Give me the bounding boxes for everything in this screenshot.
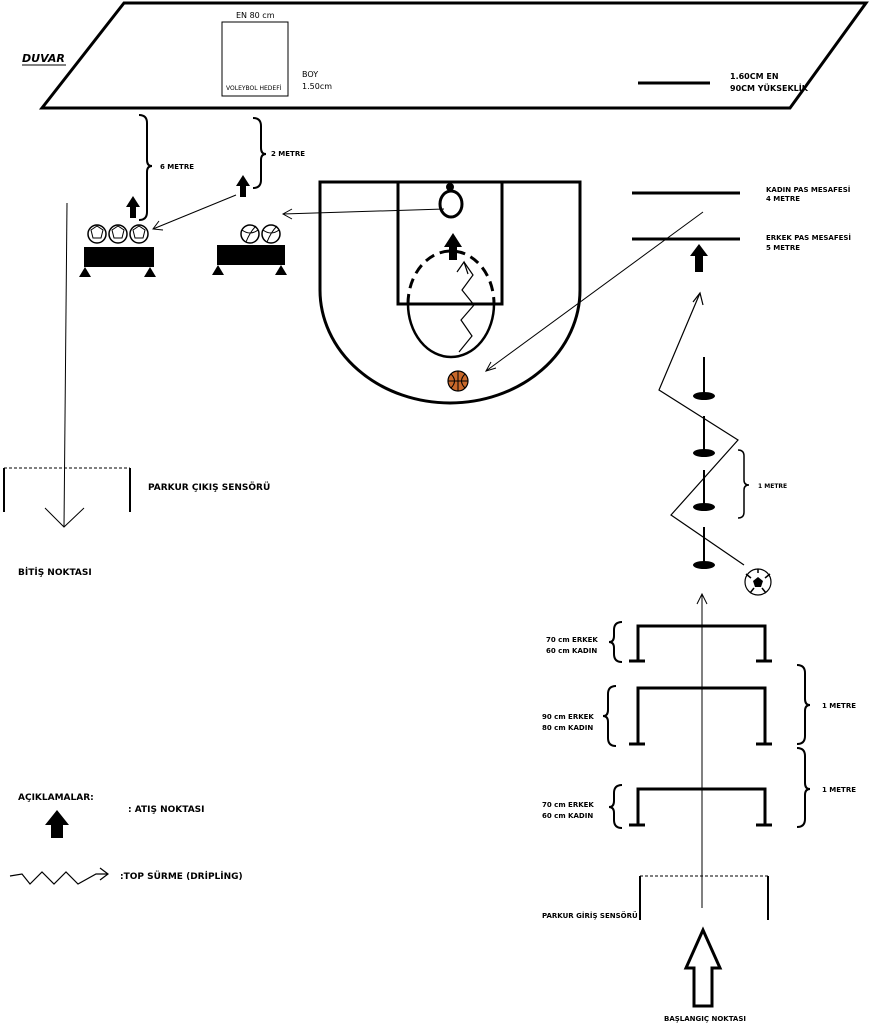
volleyball-path-arrowhead <box>281 208 293 220</box>
pass-path-arrowhead <box>484 361 497 372</box>
bracket-2-metre <box>252 117 267 189</box>
basketball-to-volleyball-path <box>282 208 445 215</box>
finish-path-arrowhead <box>44 507 85 528</box>
legend-shooting-arrow-icon <box>45 810 69 838</box>
target-width-label: EN 80 cm <box>236 11 275 20</box>
bracket-6-metre <box>138 114 153 221</box>
legend-dribble-arrowhead <box>99 867 109 881</box>
shooting-point-arrow-basketball <box>444 233 462 260</box>
hurdle-1-men-label: 70 cm ERKEK <box>546 636 598 644</box>
distance-2-label: 2 METRE <box>271 150 305 158</box>
exit-sensor-label: PARKUR ÇIKIŞ SENSÖRÜ <box>148 482 270 493</box>
dribble-path-basketball <box>458 261 475 353</box>
slalom-spacing-label: 1 METRE <box>758 483 787 490</box>
hurdle-2 <box>629 686 772 746</box>
gap-2-label: 1 METRE <box>822 786 856 794</box>
hurdle-3 <box>629 787 772 827</box>
men-pass-label-2: 5 METRE <box>766 244 800 252</box>
start-arrow <box>683 926 723 1008</box>
pass-to-basketball-path <box>485 211 704 372</box>
bracket-gap-1 <box>796 664 811 745</box>
volleyball-station <box>212 224 287 275</box>
main-path-arrowhead <box>696 592 708 605</box>
hurdle-2-women-label: 80 cm KADIN <box>542 724 593 732</box>
hurdle-2-men-label: 90 cm ERKEK <box>542 713 594 721</box>
legend-dribble-label: :TOP SÜRME (DRİPLİNG) <box>120 871 243 882</box>
handball-station <box>79 224 156 277</box>
volleyball-to-handball-path <box>152 194 237 230</box>
entry-sensor-label: PARKUR GİRİŞ SENSÖRÜ <box>542 911 638 920</box>
dribble-path-arrowhead <box>456 260 469 275</box>
target-height-label: BOY <box>302 70 318 79</box>
legend-title: AÇIKLAMALAR: <box>18 793 94 803</box>
bracket-hurdle-1 <box>608 621 623 663</box>
wall-line-size-1: 1.60CM EN <box>730 72 779 81</box>
bracket-gap-2 <box>796 747 811 828</box>
start-point-label: BAŞLANGIÇ NOKTASI <box>664 1015 746 1023</box>
wall-line-size-2: 90CM YÜKSEKLİK <box>730 83 809 93</box>
wall-label: DUVAR <box>22 52 65 65</box>
exit-sensor <box>3 467 131 512</box>
legend-shooting-label: : ATIŞ NOKTASI <box>128 805 205 815</box>
entry-sensor <box>639 875 769 920</box>
basketball-court <box>318 180 582 405</box>
hurdle-3-women-label: 60 cm KADIN <box>542 812 593 820</box>
bracket-hurdle-3 <box>608 784 623 829</box>
soccer-ball-icon <box>744 568 772 596</box>
distance-6-label: 6 METRE <box>160 163 194 171</box>
basketball-icon <box>447 370 469 392</box>
bracket-hurdle-2 <box>602 685 617 747</box>
men-pass-label-1: ERKEK PAS MESAFESİ <box>766 233 851 242</box>
shooting-point-arrow-handball <box>126 196 140 218</box>
handball-path-arrowhead <box>152 220 164 231</box>
finish-point-label: BİTİŞ NOKTASI <box>18 567 92 578</box>
target-name-label: VOLEYBOL HEDEFİ <box>226 85 282 92</box>
hurdle-1 <box>629 624 772 663</box>
wall-panel <box>38 1 869 110</box>
legend-dribble-icon <box>9 871 108 885</box>
women-pass-label-2: 4 METRE <box>766 195 800 203</box>
target-height-value: 1.50cm <box>302 82 332 91</box>
handball-to-finish-path <box>63 202 68 528</box>
volleyball-target <box>221 21 289 97</box>
slalom-path-arrowhead <box>692 291 704 306</box>
shooting-point-arrow-volleyball <box>236 175 250 197</box>
slalom-cones <box>693 357 715 569</box>
shooting-point-arrow-pass <box>690 244 708 272</box>
slalom-dribble-path <box>658 292 745 566</box>
women-pass-label-1: KADIN PAS MESAFESİ <box>766 185 850 194</box>
bracket-slalom-1-metre <box>737 449 750 519</box>
hurdle-1-women-label: 60 cm KADIN <box>546 647 597 655</box>
gap-1-label: 1 METRE <box>822 702 856 710</box>
hurdle-3-men-label: 70 cm ERKEK <box>542 801 594 809</box>
